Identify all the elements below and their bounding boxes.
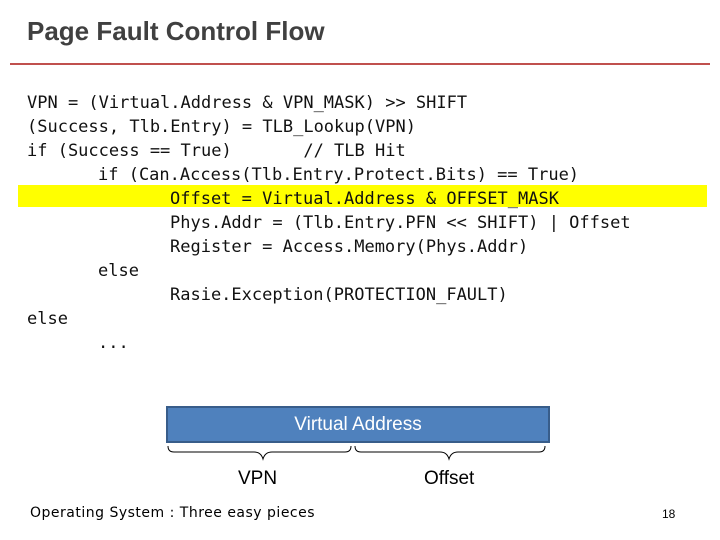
footer-text: Operating System : Three easy pieces bbox=[30, 505, 316, 521]
offset-brace bbox=[354, 445, 546, 461]
code-line: (Success, Tlb.Entry) = TLB_Lookup(VPN) bbox=[27, 117, 416, 137]
highlighted-line-background bbox=[18, 185, 707, 207]
vpn-label: VPN bbox=[238, 468, 278, 489]
code-line-highlighted: Offset = Virtual.Address & OFFSET_MASK bbox=[170, 189, 559, 209]
virtual-address-box: Virtual Address bbox=[166, 406, 550, 443]
code-line: if (Can.Access(Tlb.Entry.Protect.Bits) =… bbox=[98, 165, 580, 185]
vpn-brace bbox=[167, 445, 352, 461]
title-divider bbox=[10, 63, 710, 65]
offset-label: Offset bbox=[424, 468, 475, 489]
page-number: 18 bbox=[662, 507, 676, 521]
code-line: Phys.Addr = (Tlb.Entry.PFN << SHIFT) | O… bbox=[170, 213, 631, 233]
code-line: Register = Access.Memory(Phys.Addr) bbox=[170, 237, 529, 257]
pseudocode-block: VPN = (Virtual.Address & VPN_MASK) >> SH… bbox=[27, 91, 631, 355]
code-line: if (Success == True) // TLB Hit bbox=[27, 141, 406, 161]
code-line: else bbox=[27, 309, 68, 329]
code-line: Rasie.Exception(PROTECTION_FAULT) bbox=[170, 285, 508, 305]
code-line: else bbox=[98, 261, 139, 281]
slide-title: Page Fault Control Flow bbox=[27, 16, 325, 46]
code-line: VPN = (Virtual.Address & VPN_MASK) >> SH… bbox=[27, 93, 468, 113]
code-line: ... bbox=[98, 333, 129, 353]
